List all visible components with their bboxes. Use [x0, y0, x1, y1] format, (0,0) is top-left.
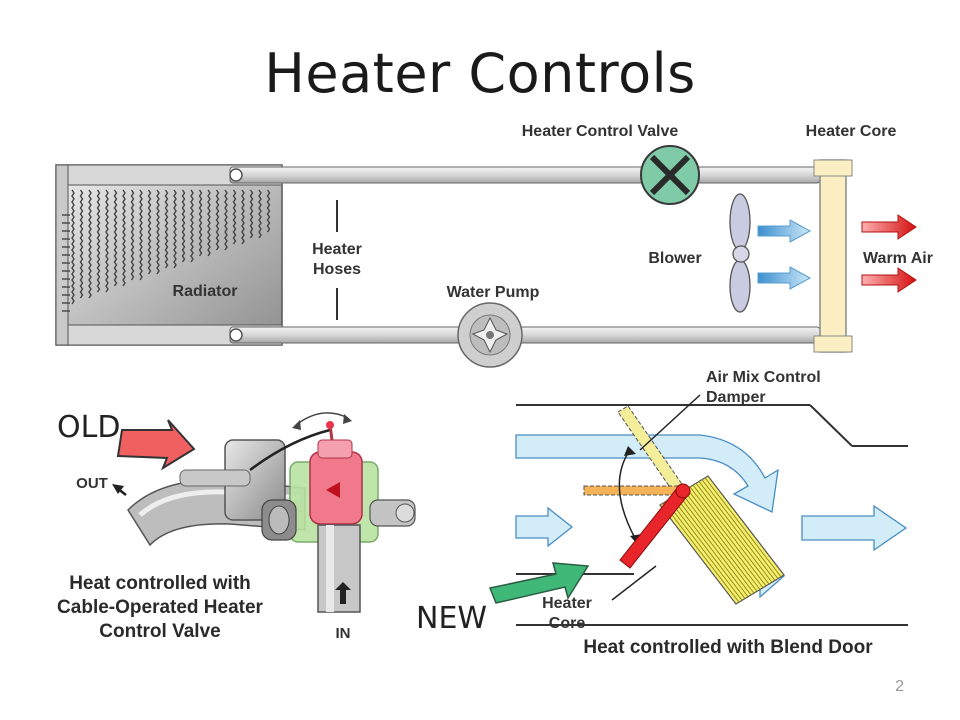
label-warm-air: Warm Air: [863, 250, 933, 267]
label-heater-hoses: Heater Hoses: [312, 241, 362, 278]
page-number: 2: [895, 678, 904, 695]
air-mix-leader-line: [639, 394, 701, 451]
label-radiator: Radiator: [172, 283, 238, 300]
label-heater-core-new: Heater Core: [542, 595, 592, 632]
new-caption: Heat controlled with Blend Door: [583, 637, 873, 658]
in-label: IN: [335, 625, 351, 642]
old-indicator-arrow: [116, 419, 196, 471]
label-water-pump: Water Pump: [446, 284, 540, 301]
old-label: OLD: [57, 410, 121, 445]
page-title: Heater Controls: [264, 42, 696, 105]
new-indicator-arrow: [488, 562, 590, 604]
warm-air-arrows: [861, 214, 917, 293]
out-label: OUT: [76, 475, 108, 492]
old-caption: Heat controlled with Cable-Operated Heat…: [57, 573, 263, 642]
label-heater-core-top: Heater Core: [805, 123, 897, 140]
label-blower: Blower: [648, 250, 702, 267]
old-valve-illustration: [112, 412, 416, 613]
blower-fan-icon: [729, 193, 751, 313]
label-air-mix-damper: Air Mix Control Damper: [706, 369, 821, 406]
core-leader-line: [611, 565, 657, 601]
new-label: NEW: [416, 601, 488, 636]
blend-door: [583, 405, 785, 605]
blower-air-arrows: [757, 219, 812, 290]
radiator: [55, 164, 283, 346]
heater-core: [813, 159, 853, 353]
heater-control-valve: [640, 145, 700, 205]
water-pump: [457, 302, 523, 368]
label-heater-control-valve: Heater Control Valve: [521, 123, 679, 140]
